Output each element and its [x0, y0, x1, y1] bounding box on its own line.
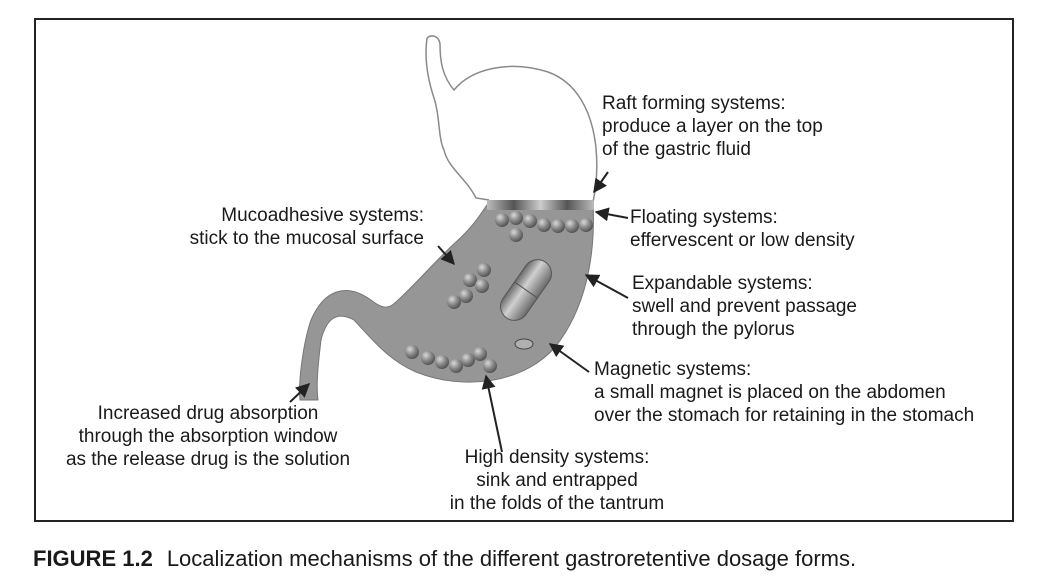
label-mucoadhesive: Mucoadhesive systems: stick to the mucos… [189, 205, 424, 249]
magnet-disc [514, 338, 534, 350]
pointer-arrows [289, 171, 629, 453]
figure-frame: Raft forming systems: produce a layer on… [34, 18, 1014, 522]
stomach-diagram [289, 35, 629, 453]
caption-text: Localization mechanisms of the different… [166, 546, 857, 571]
label-expandable: Expandable systems: swell and prevent pa… [632, 273, 857, 340]
figure-caption: FIGURE 1.2 Localization mechanisms of the… [33, 546, 856, 572]
label-floating: Floating systems: effervescent or low de… [630, 207, 855, 251]
expandable-capsule [500, 259, 552, 321]
label-magnetic: Magnetic systems: a small magnet is plac… [594, 359, 975, 426]
stomach-fluid [299, 201, 594, 401]
high-density-spheres [405, 345, 497, 373]
label-absorption: Increased drug absorption through the ab… [65, 403, 351, 470]
label-raft: Raft forming systems: produce a layer on… [602, 93, 823, 160]
label-high-density: High density systems: sink and entrapped… [449, 447, 665, 514]
figure-number: FIGURE 1.2 [33, 546, 153, 571]
stomach-upper-outline [425, 35, 598, 203]
raft-layer [487, 200, 594, 210]
floating-spheres [495, 211, 593, 242]
mucoadhesive-spheres [447, 263, 491, 309]
